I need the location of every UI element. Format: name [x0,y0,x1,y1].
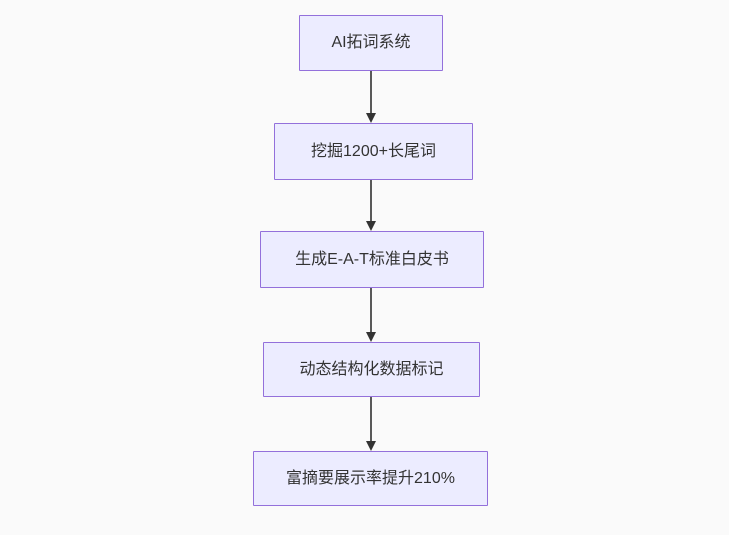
flow-arrow [361,288,381,342]
arrow-line [370,397,372,444]
arrowhead-icon [366,221,376,231]
flow-arrow [361,180,381,231]
flow-node-longtail-keywords: 挖掘1200+长尾词 [274,123,473,180]
flow-node-structured-data: 动态结构化数据标记 [263,342,480,397]
flow-node-ai-system: AI拓词系统 [299,15,443,71]
flow-node-eat-whitepaper: 生成E-A-T标准白皮书 [260,231,484,288]
arrow-line [370,71,372,116]
arrow-line [370,288,372,335]
flow-arrow [361,397,381,451]
arrow-line [370,180,372,224]
flow-node-rich-snippet-result: 富摘要展示率提升210% [253,451,488,506]
arrowhead-icon [366,332,376,342]
arrowhead-icon [366,113,376,123]
arrowhead-icon [366,441,376,451]
flow-arrow [361,71,381,123]
